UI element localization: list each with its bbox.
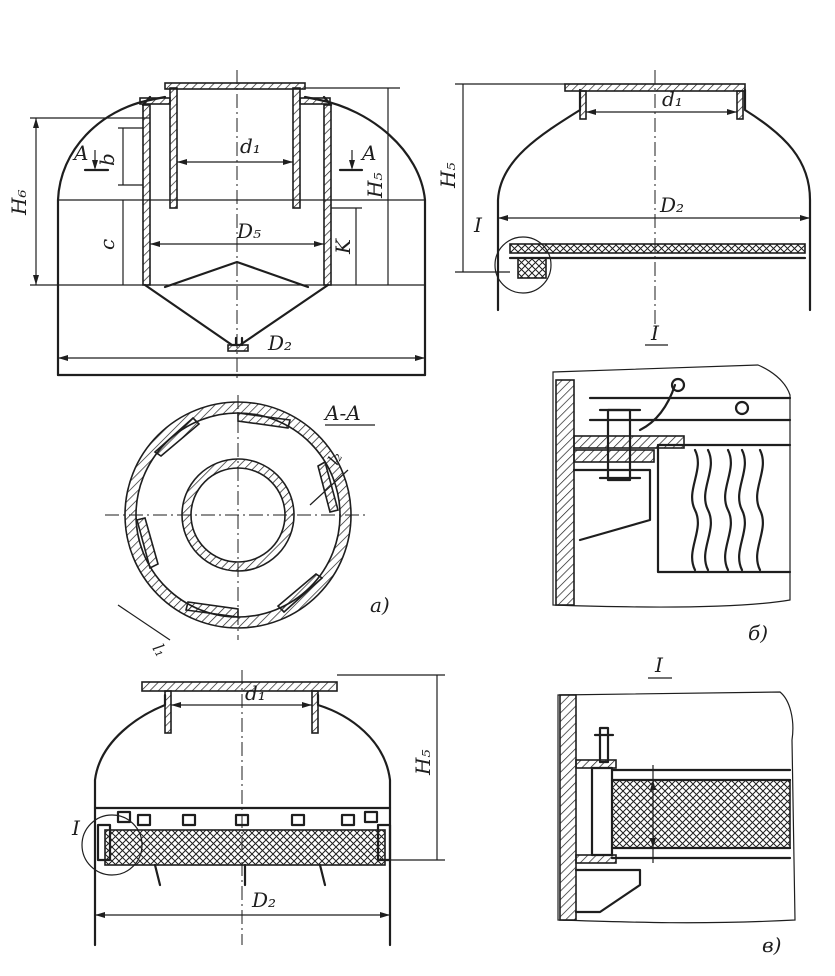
detail-v-outline <box>557 691 796 924</box>
vessel-3-shell <box>93 693 392 947</box>
detail-I-title: I <box>650 321 660 345</box>
cylinder-left-wall <box>142 104 151 286</box>
top-flange <box>164 82 306 90</box>
mesh-pad <box>509 243 806 254</box>
cone-drain <box>227 344 249 352</box>
vessel-2-shell <box>496 88 812 312</box>
dim-H6-label: H₆ <box>7 190 31 216</box>
dim-D2-label-3: D₂ <box>251 888 276 912</box>
fig-v-label: в) <box>762 933 781 957</box>
mesh-pad-3 <box>104 829 386 866</box>
view-2-vessel-with-mesh: d₁ D₂ H₅ I I <box>436 70 812 346</box>
inner-pipe-right-wall <box>292 87 301 209</box>
dim-c-label: c <box>95 239 119 250</box>
section-A-A: A-A l₁ l₂ а) <box>105 395 390 660</box>
view-3-vessel-with-mesh: d₁ D₂ H₅ I <box>71 670 445 947</box>
dim-H5-label-2: H₅ <box>436 163 460 189</box>
detail-ref-I-2: I <box>473 213 483 237</box>
inner-pipe-left-wall <box>169 87 178 209</box>
fig-a-label: а) <box>370 593 390 617</box>
detail-b-outline <box>552 364 791 608</box>
detail-b-wave-mesh <box>691 448 764 572</box>
detail-v-spacer <box>590 766 614 857</box>
section-centerlines <box>105 395 365 640</box>
dim-K-label: K <box>331 238 355 255</box>
dim-H5-label: H₅ <box>363 173 387 199</box>
view-1-separator-section: d₁ D₅ D₂ H₆ b c K H₅ A A <box>7 70 427 380</box>
section-AA-title: A-A <box>323 401 361 425</box>
detail-v-mesh-pad <box>611 779 791 849</box>
detail-v-title: I <box>654 653 664 677</box>
dim-D2-label: D₂ <box>267 331 292 355</box>
dim-d1-label: d₁ <box>240 134 261 158</box>
fig-b-label: б) <box>748 621 768 645</box>
dim-H5-label-3: H₅ <box>411 750 435 776</box>
detail-v: I в) <box>557 653 796 957</box>
detail-I-region <box>517 257 547 279</box>
detail-ref-I-3: I <box>71 816 81 840</box>
section-mark-A-right: A <box>360 141 376 165</box>
vessel-3-flange <box>141 681 338 692</box>
dim-d1-label-2: d₁ <box>662 87 683 111</box>
dim-d1-label-3: d₁ <box>245 681 266 705</box>
detail-b: б) <box>552 364 792 645</box>
dim-b-label: b <box>95 153 119 166</box>
detail-I-circle <box>494 236 552 294</box>
detail-I-circle-3 <box>81 814 143 876</box>
detail-v-shell-wall <box>559 694 577 921</box>
section-mark-A-left: A <box>72 141 88 165</box>
detail-b-shell-wall <box>555 379 575 606</box>
dim-D2-label-2: D₂ <box>659 193 684 217</box>
dim-D5-label: D₅ <box>236 219 261 243</box>
dim-l1-label: l₁ <box>149 641 171 660</box>
cylinder-right-wall <box>323 104 332 286</box>
cap-row <box>116 810 379 827</box>
